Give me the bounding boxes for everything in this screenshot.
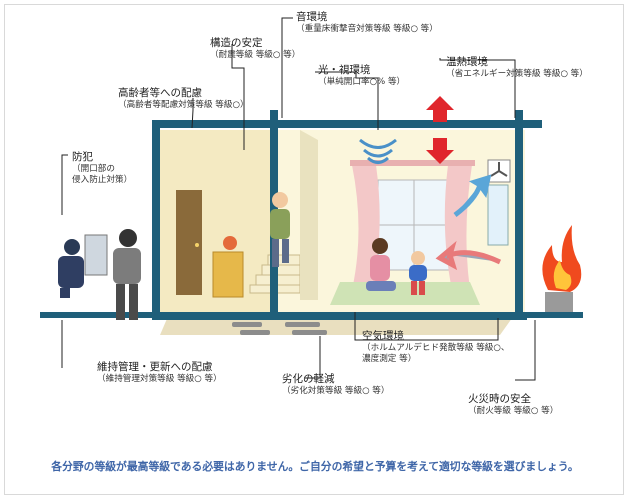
air-environment-label: 空気環境 （ホルムアルデヒド発散等級 等級○、 濃度測定 等） xyxy=(362,330,510,364)
air-out-arrow-icon xyxy=(435,240,502,271)
floor-slab xyxy=(152,312,527,320)
leader-lines xyxy=(61,17,536,381)
fire-safety-label: 火災時の安全 （耐火等級 等級○ 等） xyxy=(468,393,559,417)
light-visual-label: 光・視環境 （単純開口率○% 等） xyxy=(318,64,406,88)
thermal-arrow-icon xyxy=(426,96,454,164)
burglar-figure xyxy=(58,239,84,298)
burglar-figure xyxy=(113,229,141,320)
sound-environment-label: 音環境 （重量床衝撃音対策等級 等級○ 等） xyxy=(296,11,438,35)
child-figure xyxy=(409,251,427,295)
mother-figure xyxy=(366,238,396,291)
thermal-environment-label: 温熱環境 （省エネルギー対策等級 等級○ 等） xyxy=(446,56,588,80)
roof-post xyxy=(270,110,278,122)
elderly-consideration-label: 高齢者等への配慮 （高齢者等配慮対策等級 等級○） xyxy=(118,87,249,111)
roof-post xyxy=(515,110,523,122)
structural-stability-label: 構造の安定 （耐震等級 等級○ 等） xyxy=(210,37,301,61)
maintenance-label: 維持管理・更新への配慮 （維持管理対策等級 等級○ 等） xyxy=(97,361,222,385)
fire-icon xyxy=(542,225,582,292)
ventilation-fan-icon xyxy=(487,159,511,183)
rug xyxy=(330,282,480,305)
flower-icon xyxy=(223,236,237,250)
roof-slab xyxy=(152,120,542,128)
side-window xyxy=(487,184,509,246)
left-exterior-wall xyxy=(152,120,160,320)
ground-line-right xyxy=(523,312,583,318)
ground-line-left xyxy=(40,312,155,318)
deterioration-label: 劣化の軽減 （劣化対策等級 等級○ 等） xyxy=(282,373,390,397)
underfloor-pipes xyxy=(232,322,327,335)
door xyxy=(176,190,202,295)
window-grille xyxy=(84,234,108,276)
door-knob xyxy=(195,243,199,247)
air-in-arrow-icon xyxy=(453,174,492,217)
elderly-person-figure xyxy=(270,192,290,267)
fire-wall-block xyxy=(545,292,573,312)
right-exterior-wall xyxy=(515,120,523,320)
sound-wave-icon xyxy=(359,138,397,164)
partition-side xyxy=(300,130,318,300)
curtain-rail xyxy=(350,160,475,166)
footer-note: 各分野の等級が最高等級である必要はありません。ご自分の希望と予算を考えて適切な等… xyxy=(51,460,579,473)
crime-prevention-label: 防犯 （開口部の 侵入防止対策） xyxy=(72,151,133,185)
cabinet xyxy=(212,251,244,298)
